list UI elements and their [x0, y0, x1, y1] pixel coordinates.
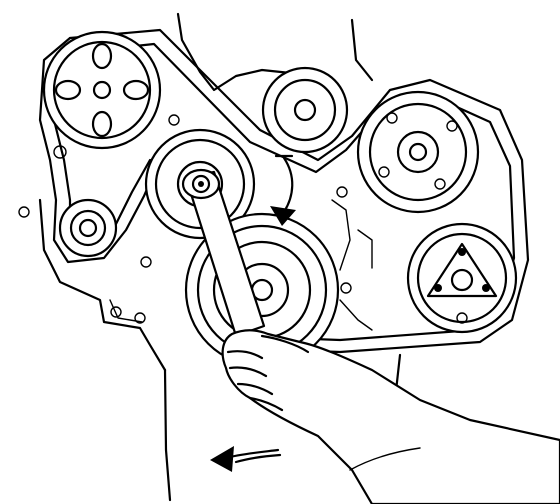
left-idler-pulley	[58, 198, 118, 258]
clockwise-rotation-arrow	[270, 154, 296, 226]
hand	[221, 329, 560, 504]
alternator-pulley	[356, 90, 480, 214]
wrench	[181, 168, 266, 338]
water-pump-pulley	[406, 222, 518, 334]
leftward-motion-arrow	[210, 446, 282, 472]
upper-idler-pulley	[261, 66, 349, 154]
power-steering-pulley	[42, 30, 162, 159]
